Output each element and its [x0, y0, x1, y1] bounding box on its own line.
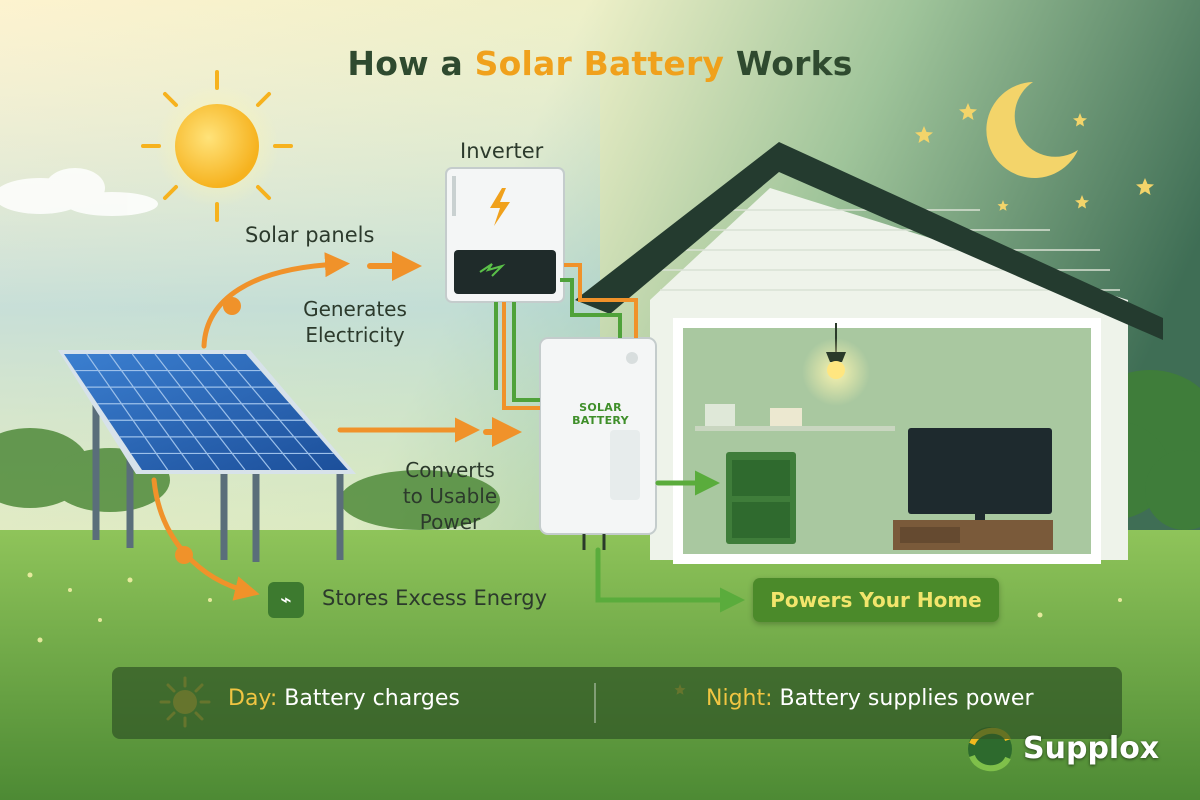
- solar-panel: [58, 350, 356, 562]
- summary-divider: [594, 683, 596, 723]
- flow-dot: [175, 546, 193, 564]
- flowers: [27, 572, 1122, 643]
- powers-home-badge: Powers Your Home: [753, 578, 999, 622]
- cloud-left: [0, 168, 158, 216]
- light-bulb-icon: [827, 361, 845, 379]
- night-label: Night:: [706, 686, 773, 711]
- wiring: [494, 263, 638, 410]
- sun-icon: [141, 70, 293, 222]
- star-icon: [915, 103, 1154, 211]
- house: [575, 142, 1163, 564]
- lightning-icon: [490, 188, 510, 226]
- brand-name: Supplox: [1023, 731, 1160, 766]
- step-converts-line3: Power: [419, 510, 481, 534]
- store-icon: ⌁: [268, 582, 304, 618]
- day-text: Battery charges: [284, 686, 460, 711]
- summary-bar: [112, 667, 1122, 739]
- step-converts-line2: to Usable: [402, 484, 498, 508]
- solar-battery: [539, 337, 657, 550]
- title-prefix: How a: [347, 44, 463, 83]
- summary-night: Night: Battery supplies power: [706, 686, 1033, 711]
- flow-arrows: [151, 251, 745, 613]
- title-suffix: Works: [735, 44, 853, 83]
- step-solar-panels: Solar panels: [245, 223, 375, 247]
- step-stores: Stores Excess Energy: [322, 586, 547, 610]
- battery-label: SOLAR BATTERY: [572, 401, 629, 427]
- step-converts-line1: Converts: [405, 458, 495, 482]
- step-generates-line2: Electricity: [305, 323, 405, 347]
- night-text: Battery supplies power: [779, 686, 1034, 711]
- summary-day: Day: Battery charges: [228, 686, 460, 711]
- page-title: How a Solar Battery Works: [0, 44, 1200, 83]
- house-roof: [575, 142, 1163, 340]
- television: [908, 428, 1052, 514]
- moon-icon: [986, 82, 1078, 178]
- step-generates: Generates Electricity: [290, 296, 420, 348]
- inverter-label: Inverter: [460, 139, 544, 163]
- day-label: Day:: [228, 686, 278, 711]
- title-accent: Solar Battery: [474, 44, 725, 83]
- step-converts: Converts to Usable Power: [385, 457, 515, 535]
- arrow-panels-to-label: [201, 252, 350, 349]
- step-generates-line1: Generates: [303, 297, 407, 321]
- inverter: [445, 167, 565, 303]
- arrow-powers-home: [595, 547, 745, 613]
- flow-dot: [223, 297, 241, 315]
